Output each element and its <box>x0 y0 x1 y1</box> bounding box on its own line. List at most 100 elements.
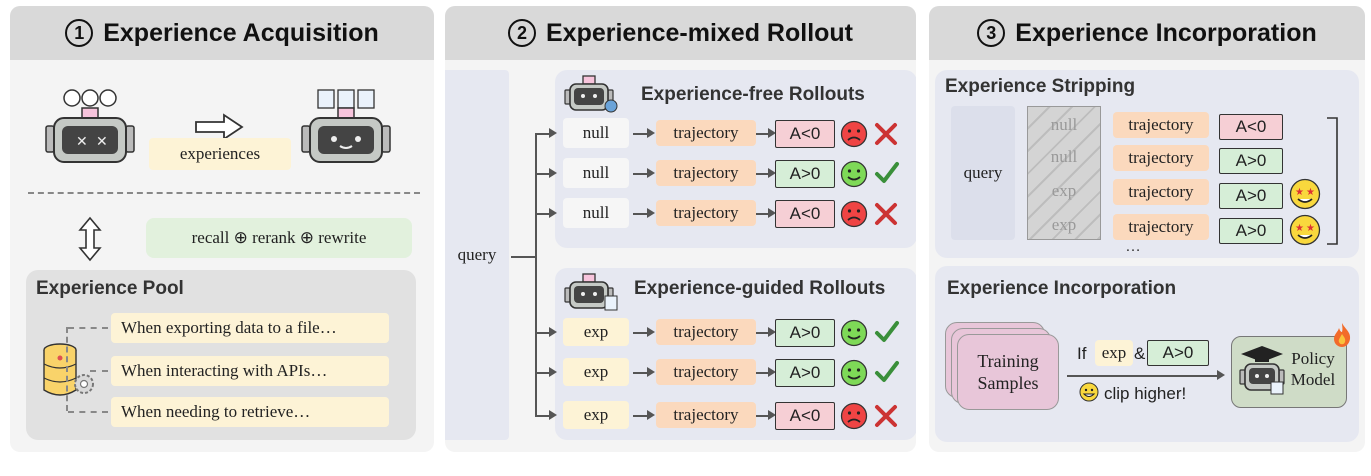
pool-branch-3 <box>68 411 108 413</box>
link <box>633 372 647 374</box>
if-amp: & <box>1134 344 1146 363</box>
step-number-1: 1 <box>65 19 94 47</box>
panel-1-header: 1 Experience Acquisition <box>10 6 434 60</box>
stripped-input: exp <box>1051 181 1077 200</box>
experience-incorporation-title: Experience Incorporation <box>947 278 1177 299</box>
advantage-chip: A>0 <box>1219 218 1283 244</box>
hand-arrow-icon <box>195 113 244 141</box>
arrow-head <box>549 128 557 138</box>
star-eyes-face-icon: ★★ <box>1289 214 1321 246</box>
arrow-head <box>647 367 655 377</box>
link <box>756 133 768 135</box>
branch <box>535 372 549 374</box>
input-chip: null <box>563 118 629 148</box>
strip-query-box: query <box>951 106 1015 240</box>
link <box>633 133 647 135</box>
smile-face-icon <box>840 319 868 347</box>
stripped-input: exp <box>1051 215 1077 234</box>
panel-3-title: Experience Incorporation <box>1015 18 1317 47</box>
arrow-head <box>549 168 557 178</box>
arrow-head <box>768 208 776 218</box>
query-connector <box>511 256 535 258</box>
smile-face-icon <box>840 359 868 387</box>
note-robot-icon <box>564 273 618 311</box>
database-icon <box>43 343 94 396</box>
dashed-divider <box>28 192 420 194</box>
svg-text:★: ★ <box>1306 223 1315 234</box>
check-icon <box>875 321 899 342</box>
advantage-chip: A>0 <box>1219 183 1283 209</box>
check-icon <box>875 162 899 183</box>
stripped-input: null <box>1050 115 1078 134</box>
sad-robot-icon <box>564 75 618 113</box>
input-chip: null <box>563 158 629 188</box>
branch-trunk <box>535 133 537 415</box>
clip-higher-label: clip higher! <box>1104 384 1187 403</box>
input-chip: exp <box>563 318 629 346</box>
svg-text:✕: ✕ <box>76 134 88 150</box>
panel-3-header: 3 Experience Incorporation <box>929 6 1365 60</box>
experience-stripping-title: Experience Stripping <box>945 76 1136 97</box>
cross-icon <box>875 123 897 145</box>
advantage-chip: A<0 <box>775 200 835 228</box>
svg-text:★: ★ <box>1306 187 1315 198</box>
trajectory-chip: trajectory <box>1113 214 1209 240</box>
if-label: If <box>1077 344 1087 363</box>
advantage-chip: A>0 <box>1219 148 1283 174</box>
ellipsis: … <box>1125 238 1141 255</box>
grin-face-icon <box>1079 382 1099 402</box>
branch <box>535 213 549 215</box>
arrow-head <box>768 168 776 178</box>
advantage-chip: A<0 <box>1219 114 1283 140</box>
cross-icon <box>875 203 897 225</box>
input-chip: exp <box>563 401 629 429</box>
confused-robot-icon: ✕ ✕ <box>45 89 135 163</box>
advantage-chip: A>0 <box>775 359 835 387</box>
trajectory-chip: trajectory <box>1113 179 1209 205</box>
experiences-label: experiences <box>149 138 291 170</box>
panel-1-title: Experience Acquisition <box>103 18 379 47</box>
link <box>756 173 768 175</box>
trajectory-chip: trajectory <box>656 319 756 345</box>
arrow-head <box>647 327 655 337</box>
link <box>633 332 647 334</box>
branch <box>535 415 549 417</box>
panel-experience-incorporation: 3 Experience Incorporation Experience St… <box>929 6 1365 452</box>
training-samples-label: Training Samples <box>977 351 1039 393</box>
pool-branch-1 <box>68 327 108 329</box>
policy-model-label: Policy Model <box>1290 349 1336 389</box>
arrow-head <box>549 367 557 377</box>
pool-branch-2 <box>90 370 108 372</box>
group-bracket <box>1327 117 1338 245</box>
panel-experience-mixed-rollout: 2 Experience-mixed Rollout query Experie… <box>445 6 916 452</box>
fire-icon <box>1334 323 1351 347</box>
arrow-head <box>768 367 776 377</box>
trajectory-chip: trajectory <box>656 200 756 226</box>
svg-text:★: ★ <box>1295 223 1304 234</box>
trajectory-chip: trajectory <box>656 120 756 146</box>
branch <box>535 332 549 334</box>
pool-item: When interacting with APIs… <box>111 356 389 386</box>
sad-face-icon <box>840 200 868 228</box>
incorp-arrow-line <box>1067 375 1217 377</box>
query-label: query <box>457 245 497 264</box>
check-icon <box>875 361 899 382</box>
step-number-3: 3 <box>977 19 1006 47</box>
link <box>633 415 647 417</box>
cross-icon <box>875 405 897 427</box>
input-chip: null <box>563 198 629 228</box>
advantage-chip: A>0 <box>775 319 835 347</box>
if-exp-chip: exp <box>1095 340 1133 366</box>
smile-face-icon <box>840 160 868 188</box>
experience-free-title: Experience-free Rollouts <box>641 84 865 105</box>
arrow-head <box>768 128 776 138</box>
query-box: query <box>445 70 509 440</box>
link <box>756 372 768 374</box>
informed-robot-icon <box>301 89 391 163</box>
pool-connector <box>66 327 68 411</box>
experience-guided-title: Experience-guided Rollouts <box>634 278 886 299</box>
svg-text:✕: ✕ <box>96 134 108 150</box>
panel-2-title: Experience-mixed Rollout <box>545 18 854 47</box>
advantage-chip: A<0 <box>775 120 835 148</box>
panel-experience-acquisition: 1 Experience Acquisition ✕ ✕ experiences <box>10 6 434 452</box>
